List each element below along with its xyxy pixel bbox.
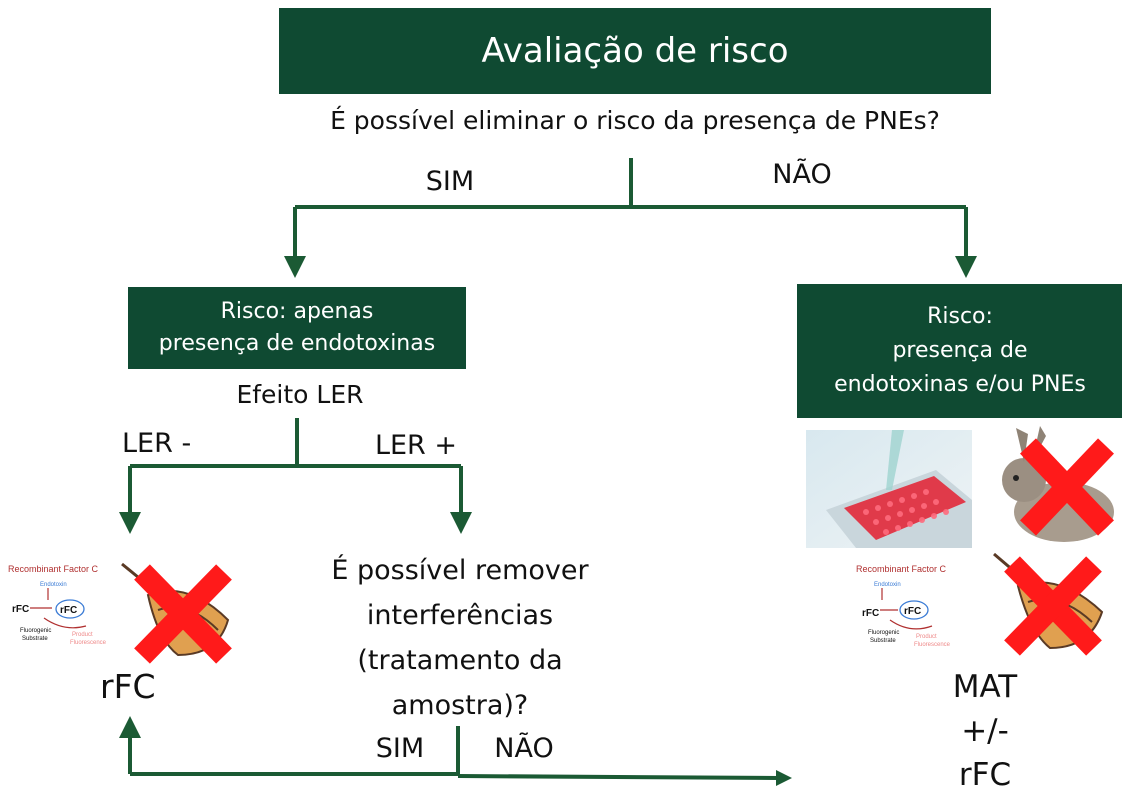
horseshoe-crab-icon-left [121, 562, 232, 664]
recombinant-factor-c-figure-right: Recombinant Factor C Endotoxin rFC rFC F… [856, 564, 951, 648]
branch2-yes-label: SIM [375, 733, 425, 764]
bottom-right-line [457, 774, 779, 780]
rfc-fig-substrate1: Fluorogenic [20, 628, 51, 634]
result-right-line2: +/- [961, 713, 1009, 749]
rfc-fig-product1: Product [72, 632, 93, 638]
question-2-line2: interferências [366, 600, 554, 631]
rfc-fig-product2: Fluorescence [70, 640, 107, 646]
risk-pne-line1: Risco: [927, 304, 993, 329]
question-2: É possível remover interferências (trata… [310, 548, 610, 728]
rfc-fig-substrate2: Substrate [22, 636, 48, 642]
result-right: MAT +/- rFC [930, 665, 1040, 797]
rfc-fig-rfc-a: rFC [12, 604, 29, 615]
result-left-rfc: rFC [100, 667, 156, 706]
risk-endotoxin-line1: Risco: apenas [220, 299, 374, 324]
rfc-fig-title-right: Recombinant Factor C [856, 564, 947, 574]
ler-plus-label: LER + [374, 430, 458, 461]
red-x-icon [1020, 438, 1114, 536]
ler-minus-arrow [119, 512, 141, 534]
branch1-yes-label: SIM [425, 166, 475, 197]
question-2-line1: É possível remover [331, 555, 589, 586]
bottom-right-arrow [776, 770, 792, 786]
title-box: Avaliação de risco [279, 8, 991, 94]
effect-ler-label: Efeito LER [236, 380, 364, 409]
title-text: Avaliação de risco [481, 31, 789, 71]
risk-pne-line3: endotoxinas e/ou PNEs [834, 372, 1086, 397]
result-right-line3: rFC [958, 757, 1012, 793]
bottom-up-arrow [119, 716, 141, 738]
rfc-fig-rfc-b: rFC [60, 605, 77, 616]
risk-endotoxin-box: Risco: apenas presença de endotoxinas [128, 287, 466, 369]
rfc-fig-endotoxin-right: Endotoxin [874, 582, 901, 588]
rfc-fig-title: Recombinant Factor C [8, 564, 99, 574]
red-x-icon [134, 564, 232, 664]
question-2-line3: (tratamento da [357, 645, 563, 676]
left-branch-arrow [284, 256, 306, 278]
branch1-no-label: NÃO [772, 159, 832, 190]
ler-plus-arrow [450, 512, 472, 534]
rfc-fig-product2-right: Fluorescence [914, 642, 951, 648]
rfc-fig-endotoxin: Endotoxin [40, 582, 67, 588]
risk-pne-line2: presença de [892, 338, 1028, 363]
microplate-photo [806, 430, 972, 548]
rfc-fig-substrate2-right: Substrate [870, 638, 896, 644]
risk-pne-box: Risco: presença de endotoxinas e/ou PNEs [797, 284, 1122, 418]
recombinant-factor-c-figure-left: Recombinant Factor C Endotoxin rFC rFC F… [8, 564, 107, 646]
rfc-fig-rfc-b-right: rFC [904, 606, 921, 617]
horseshoe-crab-icon-right [993, 552, 1104, 656]
rfc-fig-rfc-a-right: rFC [862, 608, 879, 619]
rfc-fig-substrate1-right: Fluorogenic [868, 630, 899, 636]
risk-endotoxin-line2: presença de endotoxinas [158, 331, 436, 356]
branch2-no-label: NÃO [494, 733, 554, 764]
red-x-icon [1004, 556, 1102, 656]
ler-minus-label: LER - [122, 428, 192, 459]
right-branch-arrow [955, 256, 977, 278]
rabbit-icon [1002, 426, 1114, 542]
question-2-line4: amostra)? [391, 690, 529, 721]
result-right-line1: MAT [952, 669, 1018, 705]
rfc-fig-product1-right: Product [916, 634, 937, 640]
question-1: É possível eliminar o risco da presença … [330, 106, 940, 135]
